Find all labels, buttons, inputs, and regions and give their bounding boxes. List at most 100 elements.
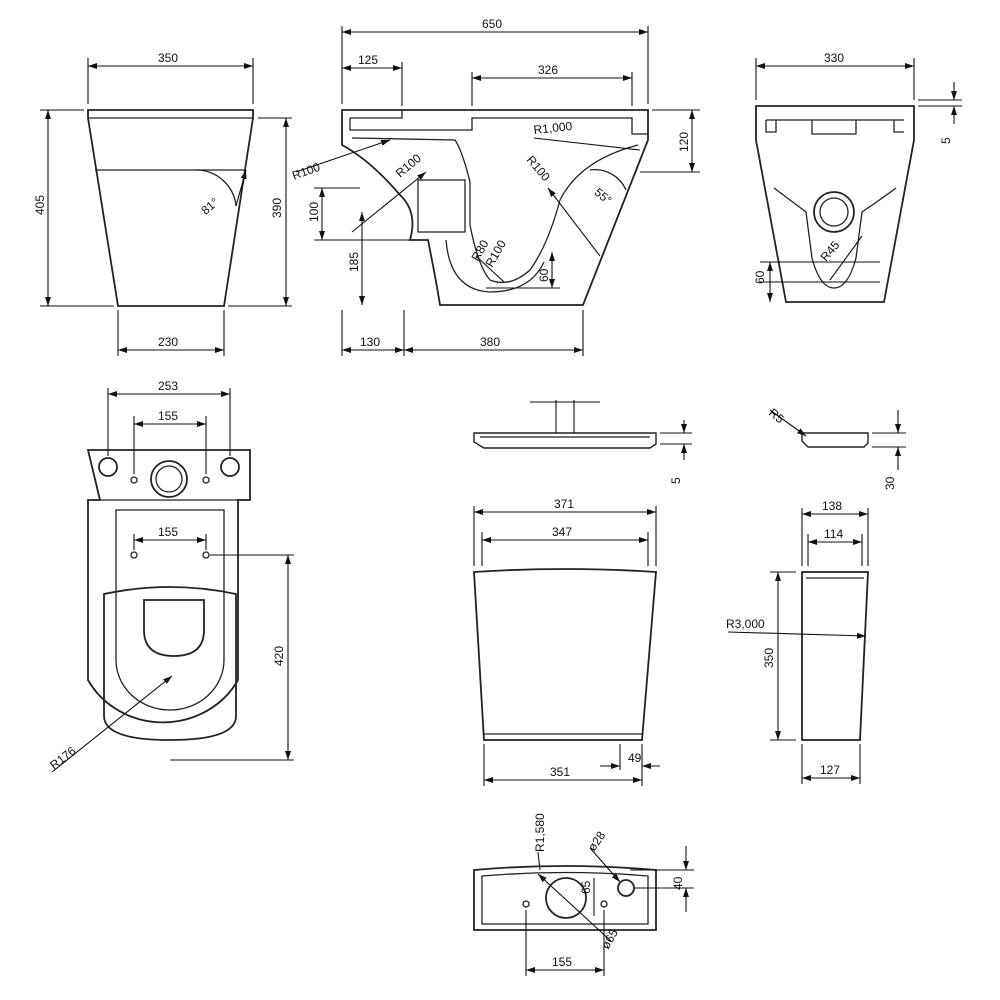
dim-tank-side-radius: R3,000 [726,617,765,631]
leader [295,139,391,173]
plan-center-outlet [150,460,188,498]
dim-plan-outer-holes: 253 [158,379,178,393]
lid2-profile: R5 30 [766,406,906,490]
dim-side-r100-a: R100 [290,160,322,183]
plan-view: 253 155 155 420 R176 [47,379,294,773]
dim-tank-plan-holes: 155 [552,955,572,969]
dim-lid-thickness: 5 [669,477,683,484]
tank-plan-view: R1,580 ø28 65 ø65 40 155 [473,813,694,976]
dim-tank-plan-offset: 65 [579,880,593,894]
leader [537,851,541,871]
dim-plan-seat-holes: 155 [158,525,178,539]
dim-tank-bottom: 351 [550,765,570,779]
plan-flush-button-right [220,457,240,477]
leader [589,847,621,883]
plan-hole [202,476,210,484]
tank-plan-outline [473,865,657,931]
side-rim-inner [349,110,648,135]
dim-side-rim-height: 120 [677,132,691,152]
tank-side-view: 138 114 R3,000 350 127 [726,499,869,784]
plan-hole [202,551,210,559]
dim-front-base-width: 230 [158,335,178,349]
dim-tank-side-inner: 114 [824,527,843,541]
plan-seat-opening [143,599,205,657]
dim-plan-depth: 420 [272,646,286,666]
dim-tank-offset: 49 [628,751,642,765]
front-angle-arc [195,169,237,207]
dim-plan-radius: R176 [47,743,78,772]
dim-side-total-length: 650 [482,17,502,31]
dim-tank-plan-radius: R1,580 [533,813,547,852]
back-body-outline [755,105,915,303]
tank-plan-inlet [617,879,635,897]
dim-tank-top-inner: 347 [552,525,572,539]
dim-tank-side-bottom: 127 [820,763,840,777]
plan-flush-button-left [98,457,118,477]
leader [829,235,863,281]
dim-back-r45: R45 [818,238,843,264]
plan-hole [130,476,138,484]
dim-side-top-left: 125 [358,53,378,67]
back-outlet-circle [813,191,855,233]
lid-outline [473,432,657,449]
tank-plan-hole [522,900,530,908]
front-body-outline [87,109,254,307]
dim-tank-side-height: 350 [762,648,776,668]
dim-tank-plan-depth: 40 [671,876,685,890]
plan-seat [103,586,237,741]
side-r1000-leader [533,137,641,151]
front-angle-label: 81° [198,195,221,218]
leader [537,873,613,943]
back-view: R45 330 5 60 [753,51,962,303]
dim-front-total-height: 405 [33,195,47,215]
side-bowl-profile [351,137,639,284]
dim-lid2-radius: R5 [766,406,787,427]
lid2-outline [801,432,869,448]
dim-side-inlet-height: 100 [307,202,321,222]
plan-center-outlet-inner [155,465,183,493]
tank-plan-hole [600,900,608,908]
dim-front-top-width: 350 [158,51,178,65]
dim-front-body-height: 390 [270,198,284,218]
leader [475,255,505,283]
tank-plan-outlet [545,877,587,919]
back-inner-profile [773,187,897,289]
side-angle-arc [589,169,627,191]
dim-tank-side-top: 138 [822,499,842,513]
dim-back-base-height: 60 [753,270,767,284]
side-view: R1,000 650 125 326 120 R100 R100 R100 55… [290,17,700,356]
tank-plan-inner [481,871,649,925]
leader [547,187,601,257]
tank-side-outline [801,571,869,741]
dim-side-r100-b: R100 [393,151,424,180]
lid-profile: 5 [473,400,692,484]
leader [351,171,427,233]
dim-back-width: 330 [824,51,844,65]
side-trap-bottom [445,239,545,293]
leader [727,631,867,639]
plan-hole [130,551,138,559]
dim-side-r100-c: R100 [524,153,553,184]
side-trapway [417,179,466,233]
leader [769,409,807,437]
dim-back-lip: 5 [939,137,953,144]
back-rim-slots [765,119,904,135]
plan-bowl-inner [115,509,225,711]
back-outlet-inner [819,197,849,227]
dim-tank-plan-hole-small: ø28 [585,828,609,853]
dim-side-top-mid: 326 [538,63,558,77]
dim-side-trap-height: 60 [537,268,551,282]
front-angle-arrow [235,169,247,207]
dim-plan-inner-holes: 155 [158,409,178,423]
tank-front-view: 371 347 351 49 [473,497,660,786]
dim-side-base-right: 380 [480,335,500,349]
dim-tank-top-outer: 371 [554,497,574,511]
dim-side-base-left: 130 [360,335,380,349]
front-view: 81° 350 405 390 230 [33,51,292,356]
tank-front-outline [473,568,657,741]
dim-side-outlet-height: 185 [347,252,361,272]
leader [51,675,173,773]
dim-side-angle: 55° [592,185,615,208]
dim-lid2-thickness: 30 [883,476,897,490]
